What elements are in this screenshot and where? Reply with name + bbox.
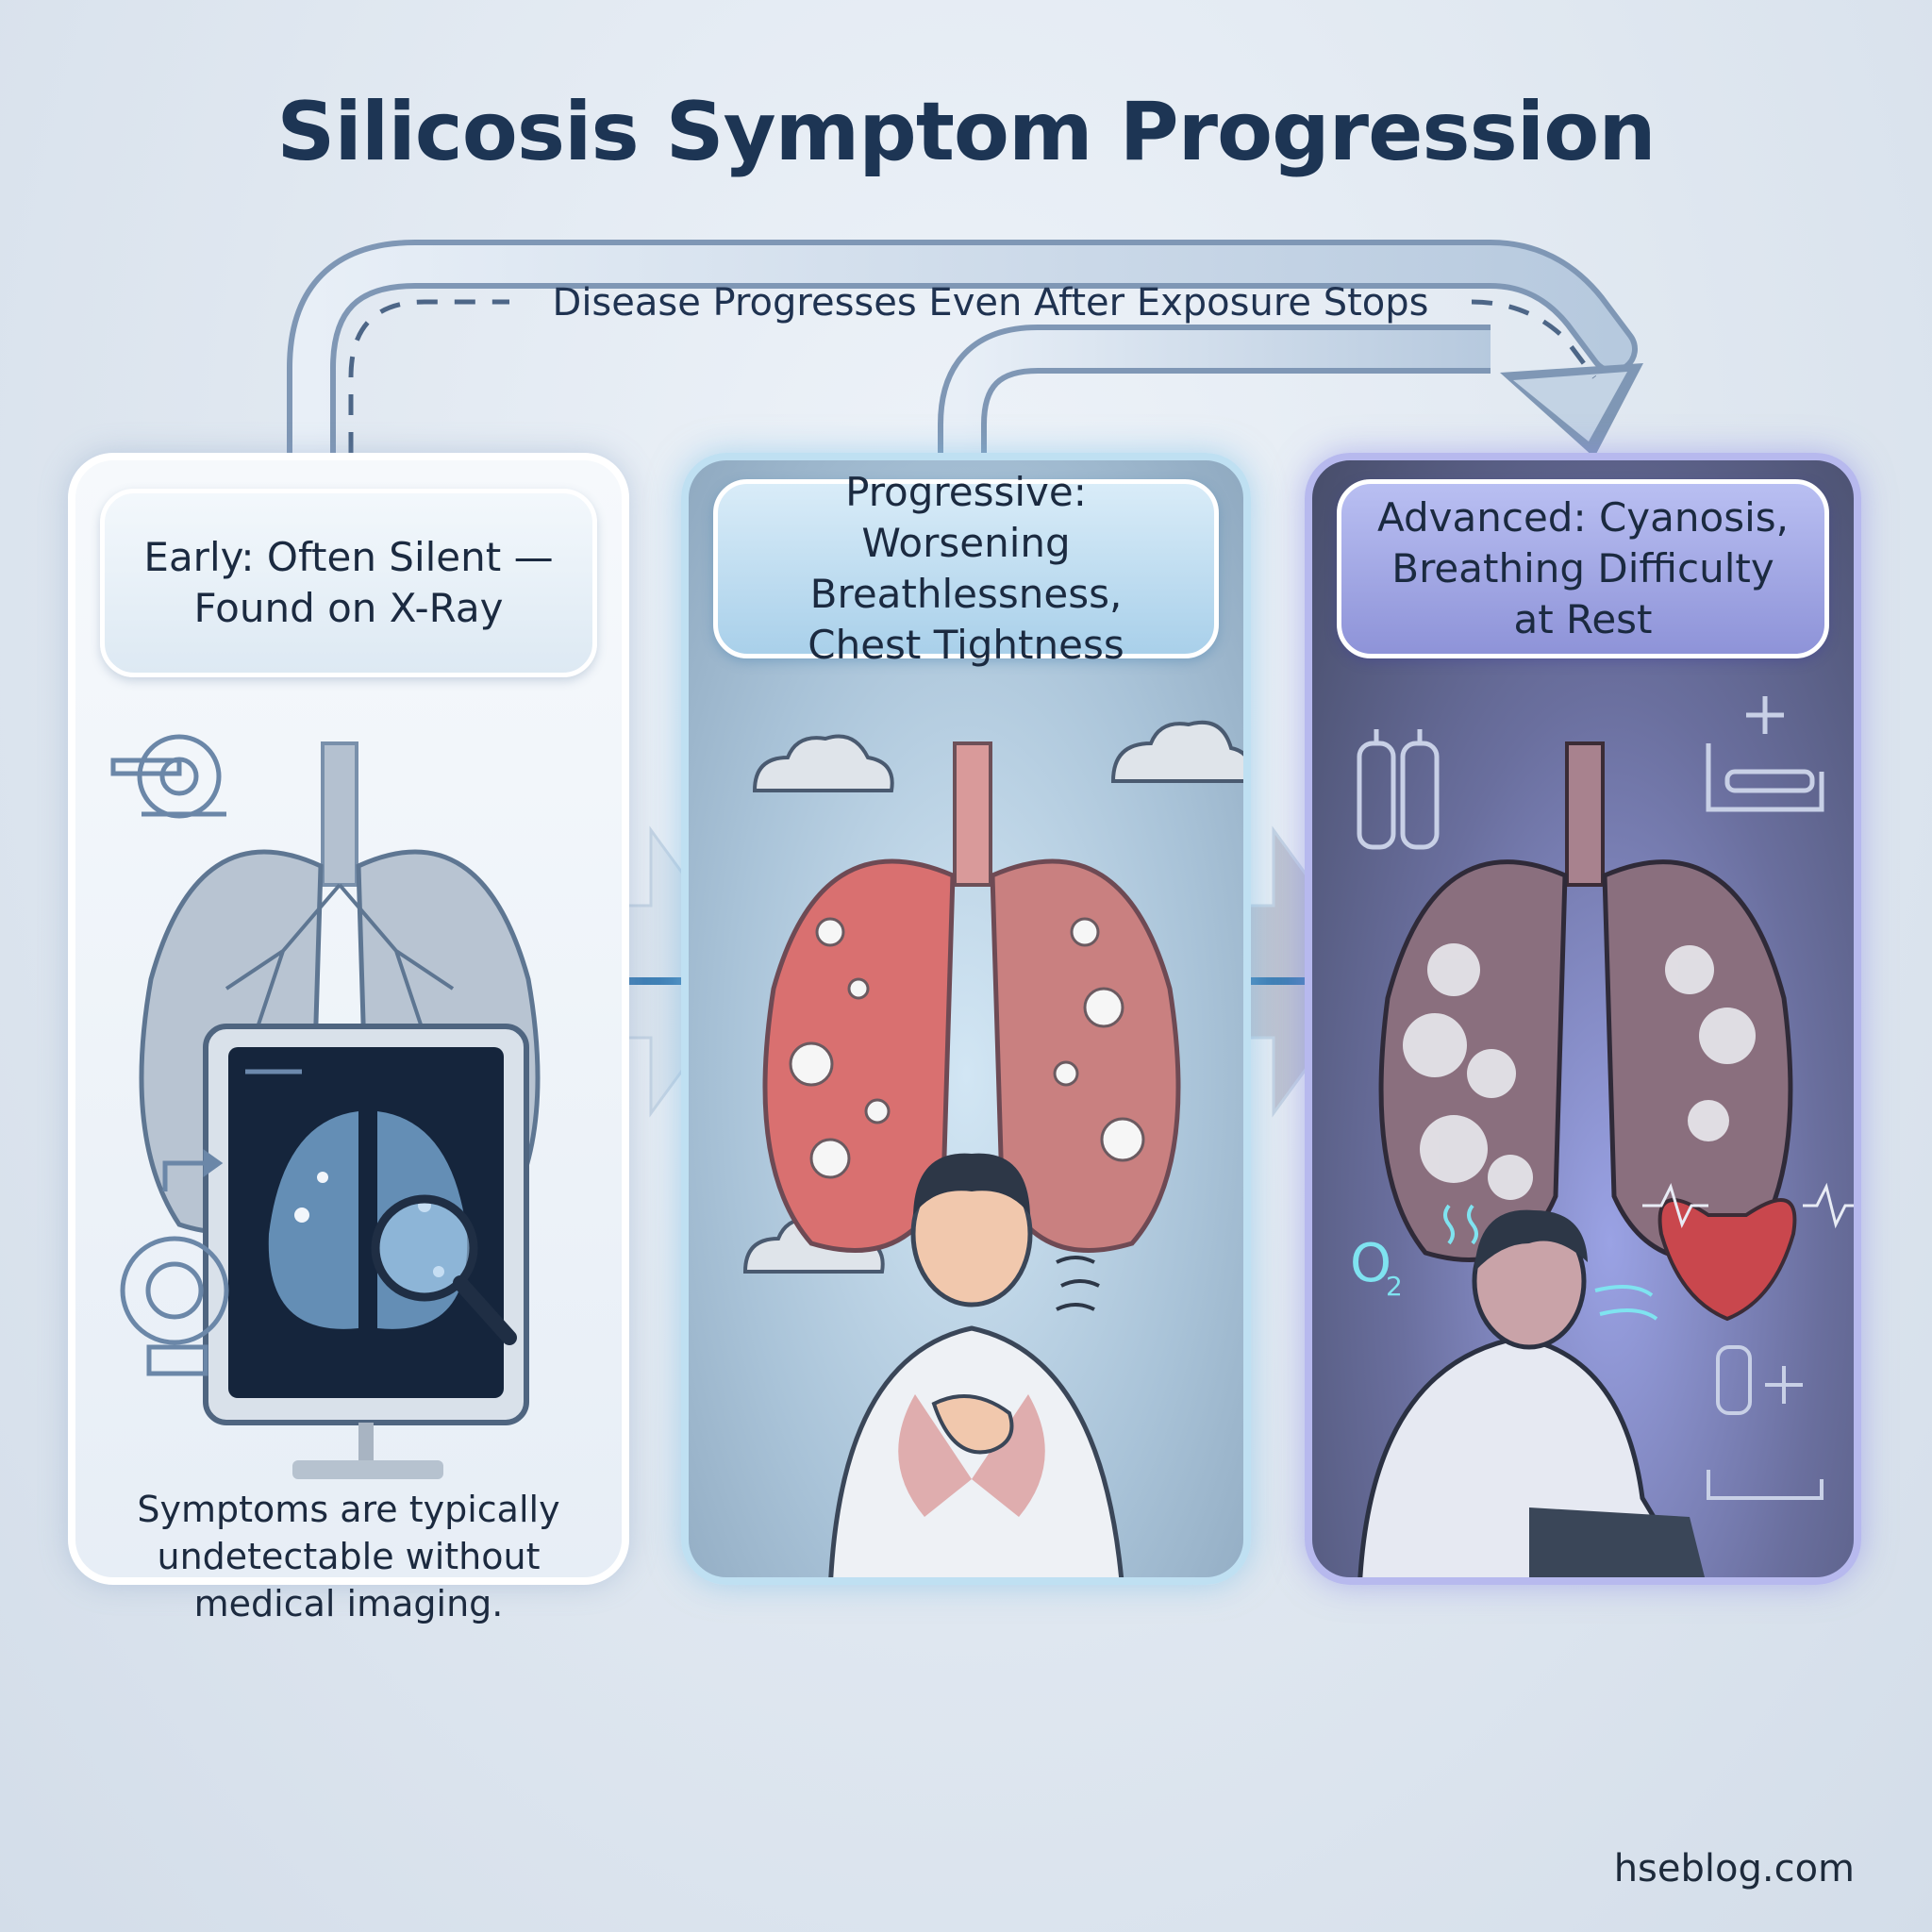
advanced-illustration: O 2 bbox=[1350, 696, 1854, 1577]
svg-text:2: 2 bbox=[1386, 1271, 1403, 1302]
person-chest-pain bbox=[828, 1153, 1124, 1577]
progressive-illustration bbox=[742, 720, 1243, 1577]
progression-label: Disease Progresses Even After Exposure S… bbox=[552, 281, 1429, 325]
early-stage-caption: Symptoms are typically undetectable with… bbox=[137, 1489, 560, 1624]
mri-scanner-icon bbox=[120, 1149, 229, 1376]
early-illustration bbox=[110, 734, 541, 1479]
ct-scanner-icon bbox=[110, 734, 226, 819]
page-title: Silicosis Symptom Progression bbox=[276, 85, 1656, 179]
source-footer: hseblog.com bbox=[1613, 1847, 1855, 1890]
stage-panel-early: Early: Often Silent — Found on X-Ray bbox=[68, 453, 629, 1585]
stage-panel-progressive: Progressive: Worsening Breathlessness, C… bbox=[681, 453, 1251, 1585]
stage-label-advanced: Advanced: Cyanosis, Breathing Difficulty… bbox=[1337, 479, 1829, 658]
stage-label-early: Early: Often Silent — Found on X-Ray bbox=[100, 489, 597, 677]
magnifier-icon bbox=[371, 1194, 517, 1345]
hospital-bed-icon-small bbox=[1707, 1345, 1824, 1500]
oxygen-icon: O bbox=[1350, 1233, 1391, 1294]
stage-panel-advanced: Advanced: Cyanosis, Breathing Difficulty… bbox=[1305, 453, 1861, 1585]
heart-icon bbox=[1657, 1198, 1797, 1322]
scarred-lung-right bbox=[1602, 859, 1793, 1262]
hospital-bed-icon bbox=[1706, 696, 1824, 812]
person-struggling bbox=[1357, 1209, 1705, 1577]
oxygen-tank-icon bbox=[1357, 729, 1440, 850]
